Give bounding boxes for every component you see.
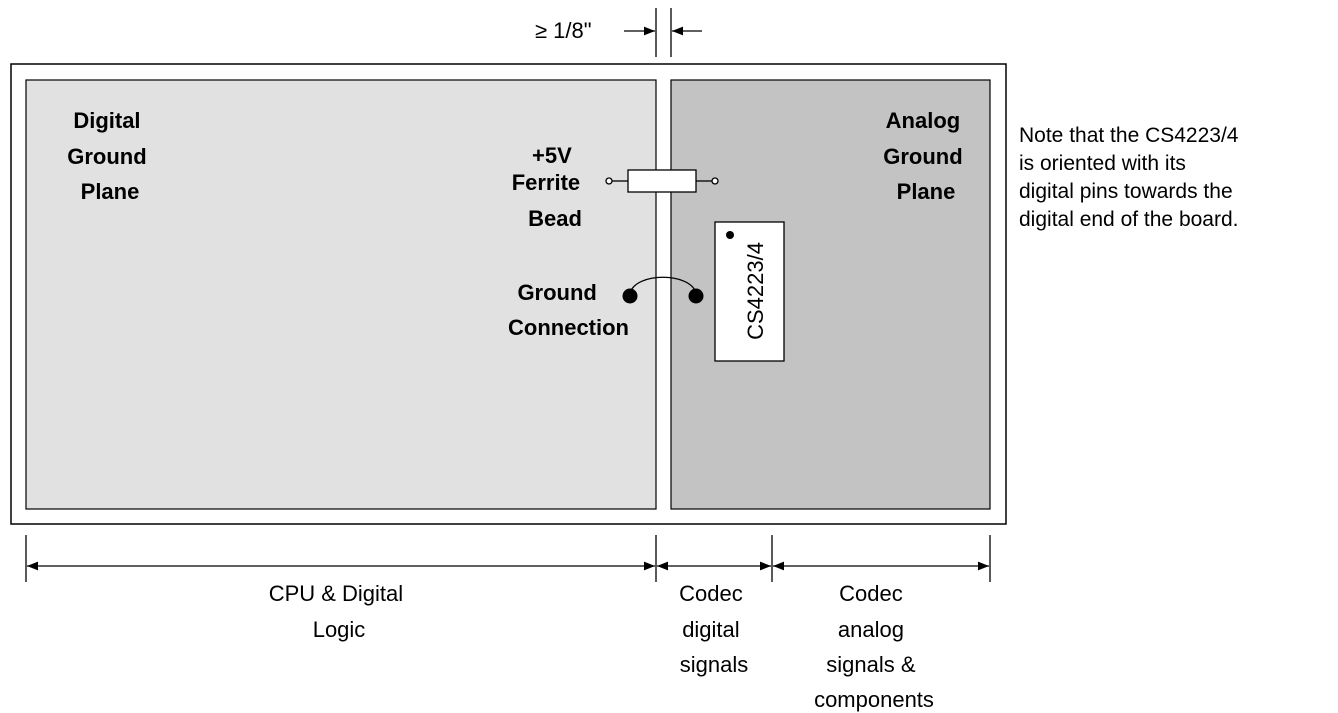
digital-plane-label-line-1: Digital [73,108,140,133]
analog-plane-label-line-3: Plane [897,179,956,204]
svg-text:+5V Ferrite Bead: +5V Ferrite Bead [512,143,587,231]
ferrite-label-line-3: Bead [528,206,582,231]
region-cpu-line-2: Logic [313,617,366,642]
svg-text:Digital Ground Plane: Digital Ground Plane [67,108,153,204]
svg-text:Analog Ground Plane: Analog Ground Plane [883,108,969,204]
svg-text:Note that the CS4223/4 is: Note that the CS4223/4 is oriented with … [1019,124,1244,231]
codec-chip-label: CS4223/4 [743,242,768,340]
digital-ground-plane [25,79,657,510]
analog-plane-label-line-2: Ground [883,144,962,169]
region-codec-analog-line-1: Codec [839,581,903,606]
region-codec-analog-line-3: signals & [826,652,916,677]
note-line-1: Note that the CS4223/4 [1019,124,1239,147]
note-line-2: is oriented with its [1019,152,1186,175]
region-codec-analog-line-2: analog [838,617,904,642]
region-codec-digital-line-3: signals [680,652,748,677]
region-codec-analog-line-4: components [814,687,934,712]
svg-text:Codec digital signals: Codec digital signals [679,581,749,677]
ferrite-bead-symbol [605,169,719,193]
note-line-3: digital pins towards the [1019,180,1233,203]
svg-text:Codec analog signals &: Codec analog signals & components [814,581,934,712]
ferrite-label-line-2: Ferrite [512,170,580,195]
digital-plane-label-line-3: Plane [81,179,140,204]
note-line-4: digital end of the board. [1019,208,1239,231]
gap-width-label: ≥ 1/8" [535,18,592,43]
svg-text:CPU & Digital Logic: CPU & Digital Logic [269,581,410,642]
svg-text:Ground Connection: Ground Connection [508,280,629,340]
analog-plane-label-line-1: Analog [886,108,961,133]
region-codec-digital-line-2: digital [682,617,739,642]
ground-connection-label-line-2: Connection [508,315,629,340]
ferrite-label-line-1: +5V [532,143,572,168]
ground-connection-symbol [622,276,704,304]
digital-plane-label-line-2: Ground [67,144,146,169]
ground-connection-label-line-1: Ground [517,280,596,305]
region-dimension-lines [25,535,991,582]
region-codec-digital-line-1: Codec [679,581,743,606]
region-cpu-line-1: CPU & Digital [269,581,403,606]
pin-1-dot-icon [726,231,734,239]
codec-chip: CS4223/4 [714,221,785,362]
